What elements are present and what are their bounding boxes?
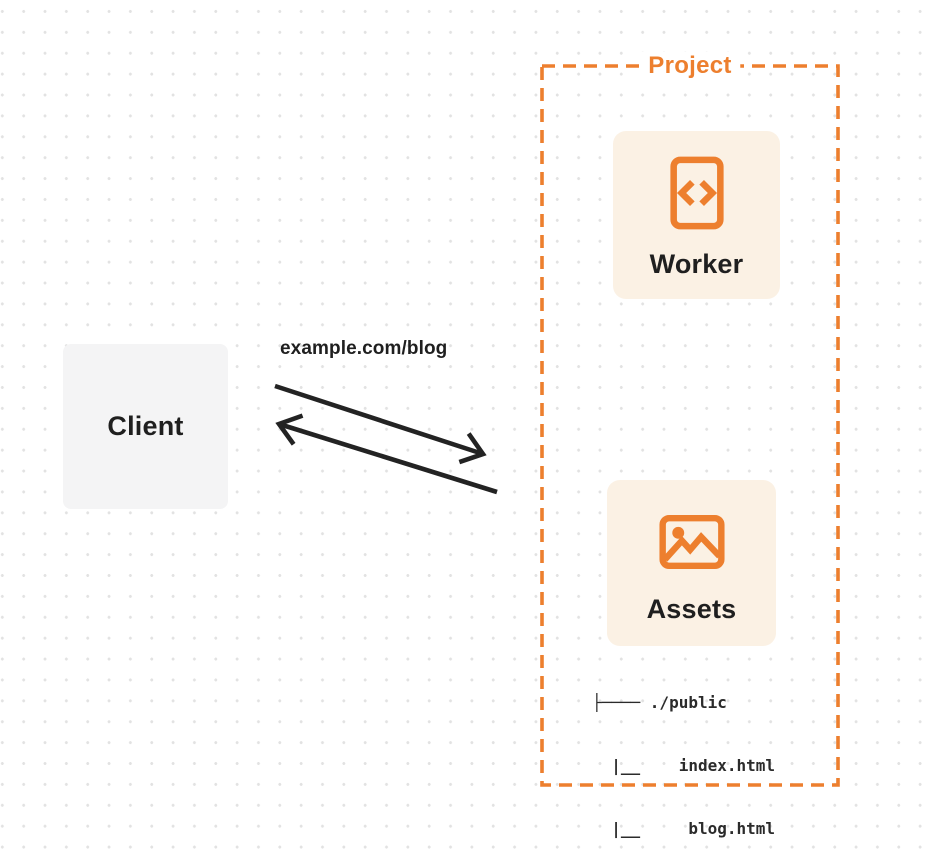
- response-arrow: [275, 413, 498, 495]
- code-file-icon: [669, 156, 724, 230]
- file-tree-line: |__ index.html: [592, 756, 776, 775]
- client-box: Client: [63, 344, 228, 509]
- file-tree-line: |__ blog.html: [592, 819, 776, 838]
- request-arrow: [274, 383, 487, 465]
- file-tree-line: ├──── ./public: [592, 693, 727, 712]
- request-url-label: example.com/blog: [280, 338, 448, 359]
- assets-card: Assets: [607, 480, 776, 646]
- image-icon: [658, 514, 725, 570]
- assets-file-tree: ├──── ./public |__ index.html |__ blog.h…: [592, 650, 775, 860]
- project-box: Project Worker Assets ├──── ./public |__…: [540, 52, 840, 838]
- worker-label: Worker: [649, 249, 744, 279]
- project-label: Project: [639, 52, 741, 80]
- assets-label: Assets: [646, 594, 737, 624]
- client-label: Client: [107, 411, 184, 441]
- worker-card: Worker: [613, 131, 780, 299]
